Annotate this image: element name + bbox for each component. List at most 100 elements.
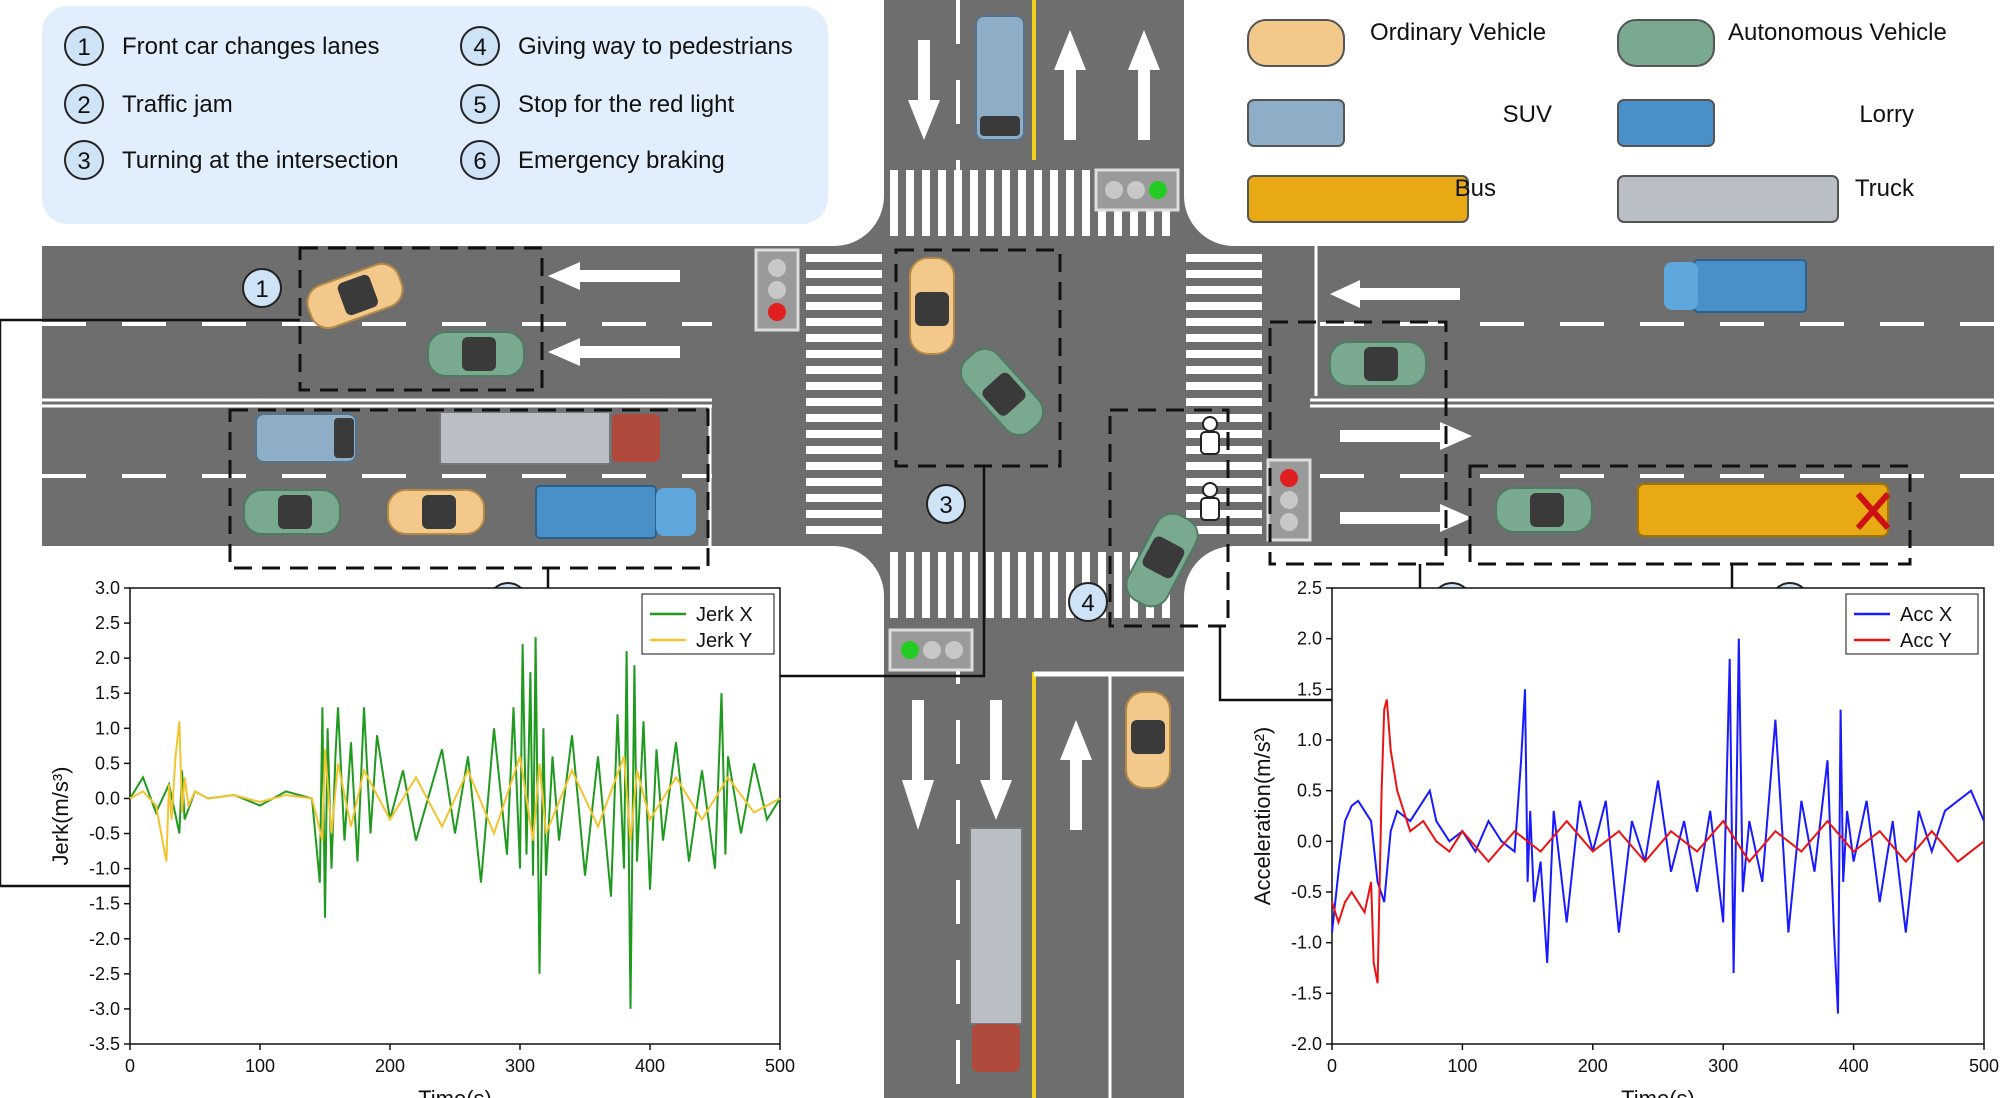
vehicle-swatch	[1617, 19, 1715, 67]
legend-label: Acc Y	[1900, 630, 1952, 652]
y-tick-label: -3.0	[89, 999, 120, 1019]
x-tick-label: 300	[1708, 1056, 1738, 1076]
scenario-label: Giving way to pedestrians	[518, 33, 793, 60]
traffic-lights	[754, 168, 1312, 672]
road-arrows	[548, 30, 1472, 830]
scenario-box-5	[1268, 320, 1448, 566]
scenario-number: 3	[77, 148, 90, 175]
scenario-item: 5 Stop for the red light	[460, 84, 734, 124]
scenario-number: 4	[473, 34, 486, 61]
plot-frame	[1331, 587, 1985, 1045]
scenario-marker-number: 3	[939, 492, 952, 519]
scenario-marker-number: 1	[255, 276, 268, 303]
y-tick-label: 2.5	[1297, 578, 1322, 598]
scenario-number: 2	[77, 92, 90, 119]
emergency-x-icon	[1855, 492, 1891, 530]
scenario-label: Stop for the red light	[518, 91, 734, 118]
series-line	[1331, 699, 1985, 984]
chart-legend	[641, 593, 775, 655]
vehicle-legend-label: Ordinary Vehicle	[1370, 19, 1546, 46]
scenario-marker: 3	[926, 484, 966, 524]
scenario-label: Traffic jam	[122, 91, 233, 118]
y-tick-label: 1.5	[1297, 679, 1322, 699]
vehicle-swatch	[1247, 175, 1469, 223]
y-tick-label: -2.5	[89, 964, 120, 984]
scenario-box-2	[228, 408, 710, 570]
y-tick-label: -1.5	[89, 894, 120, 914]
scenario-number-badge	[460, 26, 500, 66]
x-axis-label: Time(s)	[1621, 1086, 1695, 1098]
vehicle-legend-label: SUV	[1503, 101, 1552, 128]
scenario-number-badge	[460, 84, 500, 124]
scenario-marker: 4	[1068, 582, 1108, 622]
vehicle-legend-item: Bus	[1247, 175, 1496, 223]
y-tick-label: 2.5	[95, 613, 120, 633]
y-tick-label: 2.0	[1297, 629, 1322, 649]
vehicle-legend-label: Lorry	[1859, 101, 1914, 128]
x-tick-label: 0	[1327, 1056, 1337, 1076]
x-tick-label: 500	[765, 1056, 795, 1076]
scenario-label: Emergency braking	[518, 147, 725, 174]
scenario-marker-number: 4	[1081, 590, 1094, 617]
scenario-box-4	[1108, 408, 1230, 628]
traffic-light-top	[1094, 168, 1180, 212]
y-tick-label: -2.0	[89, 929, 120, 949]
vehicle-legend-item: Truck	[1617, 175, 1915, 223]
scenario-label: Turning at the intersection	[122, 147, 399, 174]
pedestrians	[1200, 416, 1220, 521]
y-tick-label: -0.5	[89, 824, 120, 844]
scenario-item: 2 Traffic jam	[64, 84, 233, 124]
y-tick-label: 3.0	[95, 578, 120, 598]
scenario-number: 6	[473, 148, 486, 175]
y-tick-label: -1.0	[89, 859, 120, 879]
scenario-label: Front car changes lanes	[122, 33, 379, 60]
y-tick-label: -2.0	[1291, 1034, 1322, 1054]
scenario-boxes	[228, 246, 1912, 628]
scenario-item: 1 Front car changes lanes	[64, 26, 379, 66]
traffic-light-left	[754, 248, 800, 332]
y-tick-label: 2.0	[95, 648, 120, 668]
y-tick-label: 1.0	[1297, 730, 1322, 750]
y-tick-label: 0.5	[1297, 781, 1322, 801]
scenario-number: 5	[473, 92, 486, 119]
scenario-legend-panel	[42, 6, 828, 224]
y-axis-label: Jerk(m/s³)	[48, 767, 73, 866]
crosswalk-left	[806, 254, 882, 534]
y-tick-label: -1.5	[1291, 983, 1322, 1003]
scenario-number-badge	[64, 26, 104, 66]
x-tick-label: 100	[245, 1056, 275, 1076]
scenario-number-badge	[460, 140, 500, 180]
traffic-light-right	[1266, 458, 1312, 542]
series-line	[1331, 638, 1985, 1014]
x-tick-label: 0	[125, 1056, 135, 1076]
x-tick-label: 500	[1969, 1056, 1999, 1076]
pedestrian-icon	[1200, 482, 1220, 521]
scenario-item: 3 Turning at the intersection	[64, 140, 399, 180]
crosswalk-right	[1186, 254, 1262, 534]
y-tick-label: 1.5	[95, 683, 120, 703]
legend-label: Acc X	[1900, 604, 1952, 626]
x-tick-label: 400	[635, 1056, 665, 1076]
scenario-box-3	[894, 248, 1062, 468]
y-axis-label: Acceleration(m/s²)	[1250, 727, 1275, 905]
vehicle-legend-item: Ordinary Vehicle	[1247, 19, 1546, 67]
legend-label: Jerk X	[696, 604, 753, 626]
vehicle-swatch	[1617, 99, 1715, 147]
series-line	[129, 721, 781, 862]
vehicle-legend-item: SUV	[1247, 99, 1552, 147]
y-tick-label: 0.0	[1297, 831, 1322, 851]
x-tick-label: 100	[1447, 1056, 1477, 1076]
scenario-box-6	[1468, 464, 1912, 566]
vehicle-swatch	[1247, 19, 1345, 67]
vehicles	[243, 15, 1891, 1072]
scenario-number: 1	[77, 34, 90, 61]
vehicle-legend-item: Lorry	[1617, 99, 1914, 147]
y-tick-label: -1.0	[1291, 933, 1322, 953]
vehicle-legend-label: Autonomous Vehicle	[1728, 19, 1947, 46]
x-axis-label: Time(s)	[418, 1086, 492, 1098]
x-tick-label: 200	[1578, 1056, 1608, 1076]
scenario-number-badge	[64, 84, 104, 124]
x-tick-label: 200	[375, 1056, 405, 1076]
